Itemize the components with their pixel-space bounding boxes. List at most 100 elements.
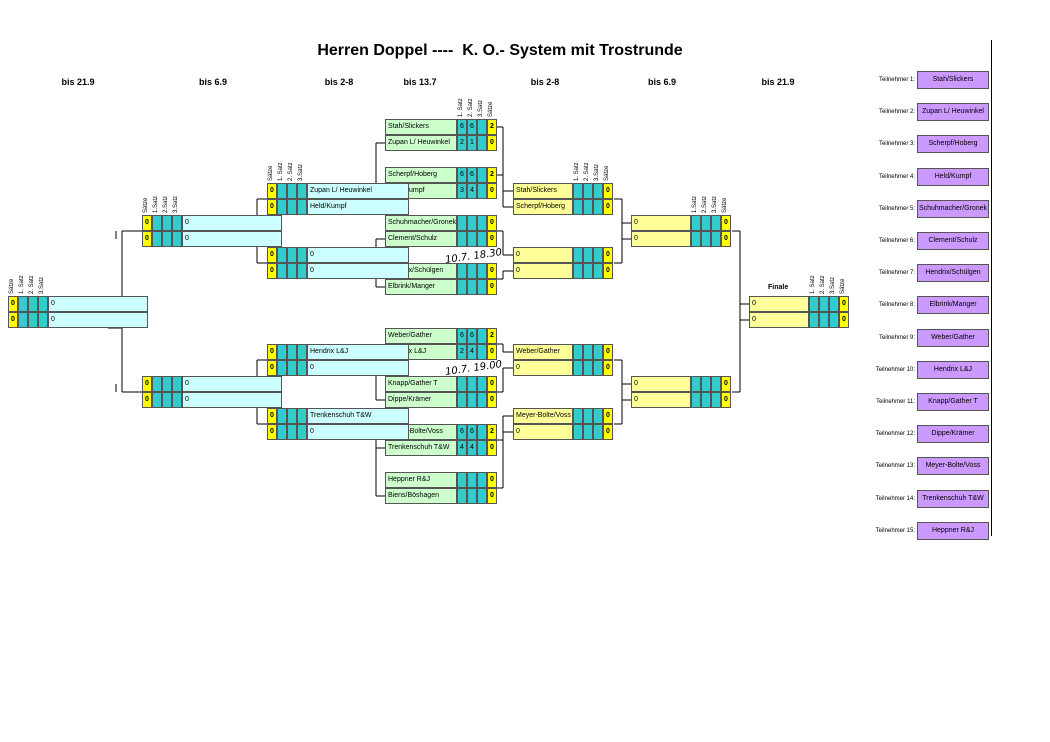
- set-score: [162, 231, 172, 247]
- set-score: [477, 263, 487, 279]
- set-score: [467, 376, 477, 392]
- set-score: [457, 215, 467, 231]
- sets-won: 0: [487, 376, 497, 392]
- col-header: 2. Satz: [468, 98, 474, 117]
- set-score: [583, 183, 593, 199]
- set-score: [457, 376, 467, 392]
- participant-label: Teilnehmer 11:: [876, 399, 915, 405]
- sets-won: 0: [487, 215, 497, 231]
- set-score: [477, 135, 487, 151]
- sets-won: 0: [142, 376, 152, 392]
- participant-label: Teilnehmer 6:: [878, 238, 915, 244]
- col-header: 3.Satz: [712, 195, 718, 213]
- col-header: 1. Satz: [458, 98, 464, 117]
- set-score: [457, 488, 467, 504]
- set-score: [297, 408, 307, 424]
- set-score: [28, 312, 38, 328]
- sets-won: 0: [487, 135, 497, 151]
- sets-won: 0: [267, 360, 277, 376]
- set-score: [38, 296, 48, 312]
- set-score: [593, 199, 603, 215]
- sets-won: 0: [487, 183, 497, 199]
- participant-name: Knapp/Gather T: [917, 393, 989, 411]
- col-header: Sätze: [143, 197, 149, 213]
- team-name: Stah/Slickers: [513, 183, 573, 199]
- set-score: [277, 360, 287, 376]
- sets-won: 0: [721, 392, 731, 408]
- col-header: Sätze: [840, 278, 846, 294]
- set-score: [701, 392, 711, 408]
- set-score: [297, 263, 307, 279]
- sets-won: 0: [487, 472, 497, 488]
- set-score: [287, 247, 297, 263]
- team-name: 0: [513, 424, 573, 440]
- col-header: 1. Satz: [278, 162, 284, 181]
- participant-name: Hendrix L&J: [917, 360, 989, 379]
- participant-label: Teilnehmer 15:: [875, 527, 915, 534]
- round-header: bis 21.9: [61, 77, 95, 87]
- sets-won: 0: [487, 488, 497, 504]
- set-score: 2: [457, 135, 467, 151]
- set-score: [287, 199, 297, 215]
- team-name: 0: [631, 376, 691, 392]
- set-score: [172, 376, 182, 392]
- col-header: Sätze: [268, 165, 274, 181]
- sets-won: 0: [839, 296, 849, 312]
- set-score: [162, 215, 172, 231]
- set-score: 4: [467, 440, 477, 456]
- set-score: [477, 424, 487, 440]
- set-score: [467, 488, 477, 504]
- set-score: [277, 408, 287, 424]
- set-score: 6: [457, 167, 467, 183]
- sets-won: 0: [487, 440, 497, 456]
- sets-won: 0: [8, 296, 18, 312]
- set-score: 6: [467, 424, 477, 440]
- set-score: [477, 344, 487, 360]
- set-score: [701, 215, 711, 231]
- participant-label: Teilnehmer 10:: [875, 366, 915, 373]
- sets-won: 0: [142, 231, 152, 247]
- set-score: [477, 488, 487, 504]
- set-score: [287, 360, 297, 376]
- round-header: bis 2-8: [530, 77, 560, 87]
- participant-name: Scherpf/Hoberg: [917, 135, 989, 154]
- set-score: [467, 215, 477, 231]
- set-score: [593, 360, 603, 376]
- set-score: [28, 296, 38, 312]
- team-name: Elbrink/Manger: [385, 279, 457, 295]
- sets-won: 0: [487, 231, 497, 247]
- team-name: Zupan L/ Heuwinkel: [307, 183, 409, 199]
- finale-label: Finale: [768, 284, 789, 291]
- set-score: [297, 344, 307, 360]
- team-name: Heppner R&J: [385, 472, 457, 488]
- round-header: bis 6.9: [647, 77, 676, 87]
- set-score: [162, 376, 172, 392]
- team-name: 0: [749, 296, 809, 312]
- set-score: [297, 199, 307, 215]
- sets-won: 0: [603, 199, 613, 215]
- participant-name: Elbrink/Manger: [917, 296, 989, 315]
- set-score: [172, 231, 182, 247]
- set-score: [573, 408, 583, 424]
- set-score: [573, 344, 583, 360]
- participant-label: Teilnehmer 4:: [878, 173, 915, 180]
- set-score: [829, 296, 839, 312]
- set-score: [152, 231, 162, 247]
- set-score: [467, 392, 477, 408]
- set-score: [711, 392, 721, 408]
- col-header: 1. Satz: [810, 275, 816, 294]
- col-header: 3.Satz: [594, 163, 600, 181]
- team-name: 0: [513, 360, 573, 376]
- team-name: Weber/Gather: [513, 344, 573, 360]
- set-score: [583, 263, 593, 279]
- set-score: [691, 215, 701, 231]
- team-name: 0: [307, 263, 409, 279]
- team-name: 0: [182, 215, 282, 231]
- col-header: 3.Satz: [173, 195, 179, 213]
- set-score: [457, 392, 467, 408]
- col-header: Sätze: [9, 278, 15, 294]
- sets-won: 0: [603, 263, 613, 279]
- set-score: [38, 312, 48, 328]
- participant-name: Stah/Slickers: [917, 71, 989, 89]
